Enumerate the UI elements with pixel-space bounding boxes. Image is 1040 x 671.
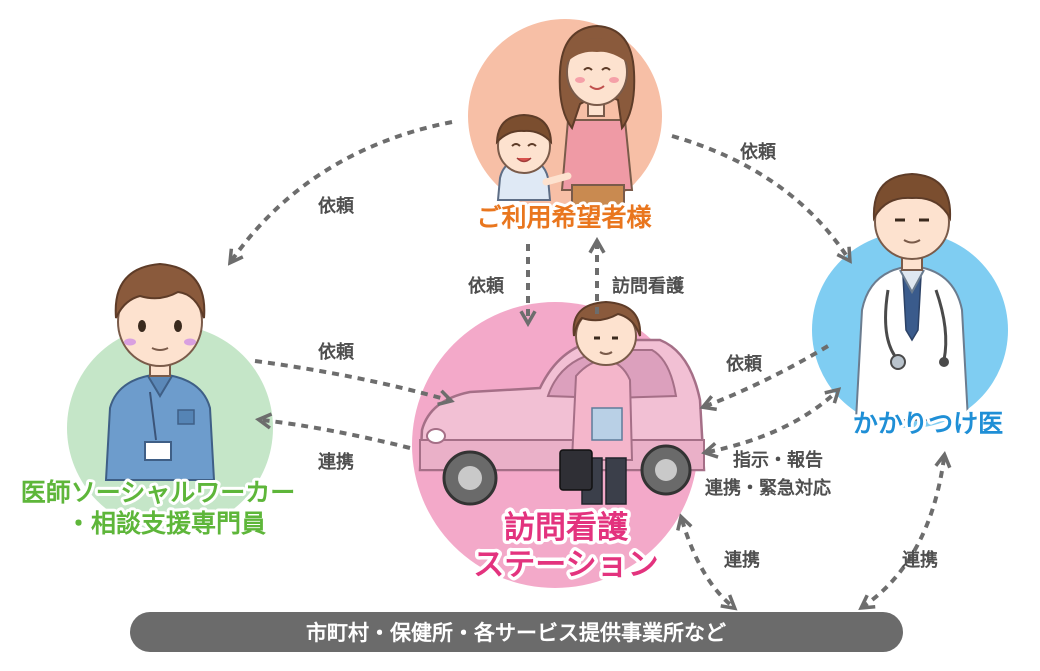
station-node-label-line2: ステーション xyxy=(473,547,658,583)
relation-label-station-social: 連携 xyxy=(318,451,354,473)
mother-and-child-illustration xyxy=(495,24,636,214)
arrow-station-bottom-bidirectional xyxy=(676,513,738,611)
social-worker-node-label-line2: ・相談支援専門員 xyxy=(66,509,266,538)
doctor-illustration xyxy=(854,172,970,421)
doctor-node-label: かかりつけ医 xyxy=(853,409,1003,438)
arrow-user-to-doctor xyxy=(671,134,852,264)
relation-label-social-station: 依頼 xyxy=(318,341,355,363)
arrow-social-to-station xyxy=(254,359,455,407)
social-worker-illustration xyxy=(104,262,216,481)
relation-label-user-doctor: 依頼 xyxy=(740,141,777,163)
arrow-station-to-social xyxy=(254,412,411,450)
relation-label-doctor-station: 依頼 xyxy=(726,353,763,375)
car-and-nurse-illustration xyxy=(418,300,706,506)
relation-label-user-social: 依頼 xyxy=(318,195,355,217)
arrow-user-to-social xyxy=(227,120,453,266)
connection-arrows xyxy=(227,120,952,611)
station-node-label-line1: 訪問看護 xyxy=(504,510,629,546)
relation-label-station-doctor-line2: 連携・緊急対応 xyxy=(705,477,831,499)
arrow-station-doctor-bidirectional xyxy=(701,387,842,459)
relation-label-station-user: 訪問看護 xyxy=(612,275,685,297)
relation-labels: 依頼 依頼 依頼 訪問看護 依頼 連携 依頼 指示・報告 連携・緊急対応 連携 … xyxy=(318,141,938,571)
relation-label-station-bottom: 連携 xyxy=(724,549,760,571)
bottom-bar xyxy=(130,612,903,652)
user-node-label: ご利用希望者様 xyxy=(476,203,652,232)
arrow-doctor-to-station xyxy=(699,344,830,412)
relation-label-station-doctor-line1: 指示・報告 xyxy=(733,449,823,471)
relation-label-user-station: 依頼 xyxy=(468,275,505,297)
social-worker-node-label-line1: 医師ソーシャルワーカー xyxy=(21,478,296,507)
arrow-doctor-bottom-bidirectional xyxy=(858,450,952,611)
bottom-bar-label: 市町村・保健所・各サービス提供事業所など xyxy=(306,621,726,645)
relation-label-doctor-bottom: 連携 xyxy=(902,549,938,571)
